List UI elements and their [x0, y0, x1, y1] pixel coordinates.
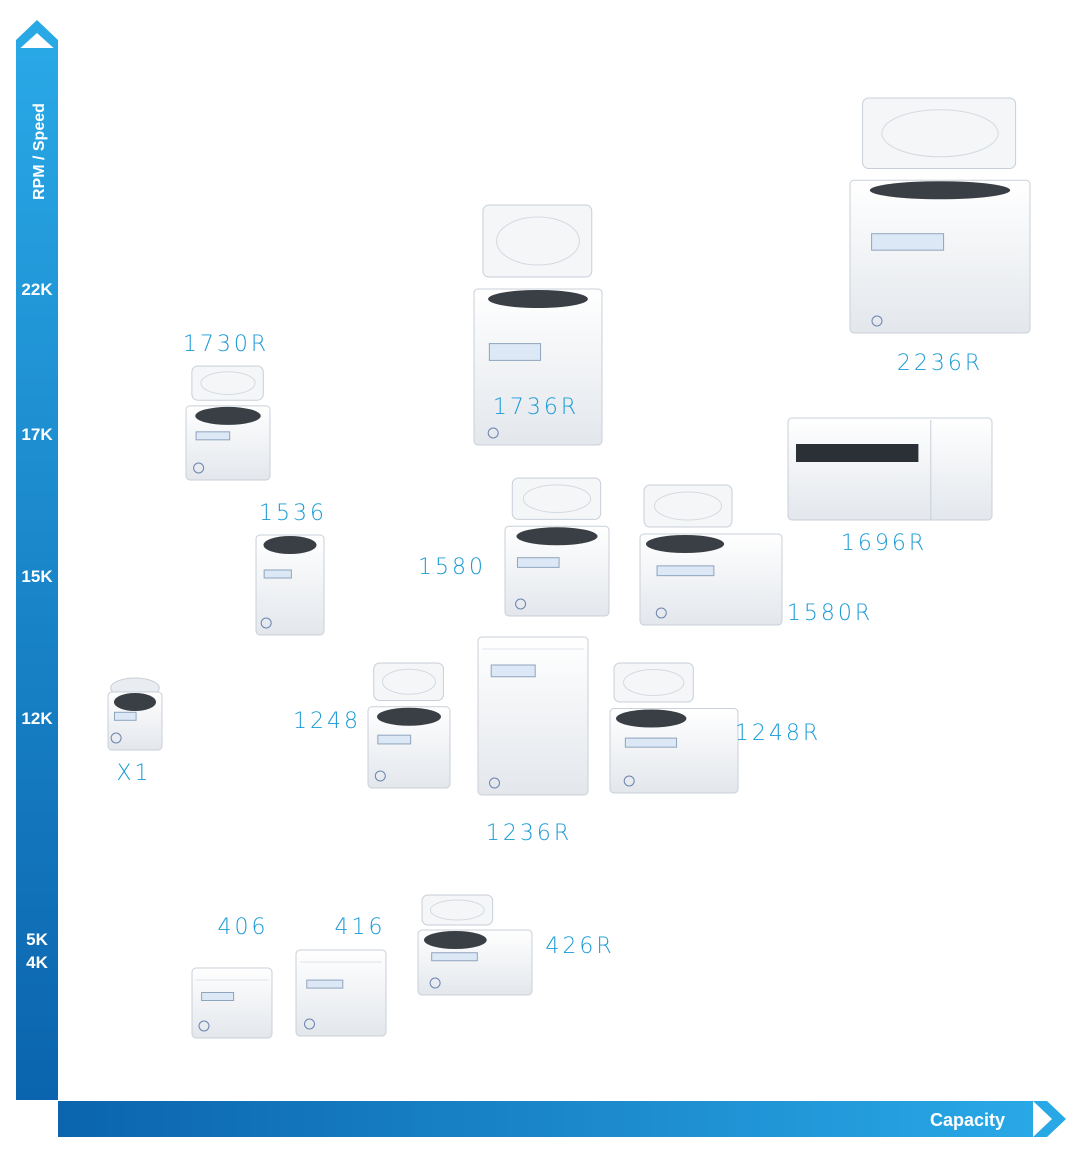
y-ticks: 22K 17K 15K 12K 5K 4K [21, 280, 53, 972]
product-image-1736R [473, 204, 603, 446]
product-image-1248 [367, 662, 451, 789]
model-label: 426R [545, 934, 614, 959]
y-axis-arrow-icon [16, 20, 58, 52]
product-image-416 [295, 949, 387, 1037]
y-axis-bar [16, 48, 58, 1100]
model-label: 1696R [841, 531, 927, 556]
model-label: 1730R [183, 332, 269, 357]
product-image-1696R [787, 417, 993, 521]
model-label: 406 [218, 915, 269, 940]
model-label: 1736R [493, 395, 579, 420]
x-axis-arrow-icon [1033, 1101, 1066, 1137]
product-image-1580 [504, 477, 610, 617]
product-image-426R [417, 894, 533, 996]
y-tick-label: 5K [26, 930, 48, 949]
product-image-1580R [639, 484, 783, 626]
product-image-1536 [255, 534, 325, 636]
model-label: 1236R [486, 821, 572, 846]
model-label: 1248 [293, 709, 361, 734]
product-image-1730R [185, 365, 271, 481]
model-label: 1580R [787, 601, 873, 626]
model-label: 1248R [735, 721, 821, 746]
y-tick-label: 12K [21, 709, 53, 728]
product-image-1236R [477, 636, 589, 796]
y-axis-title: RPM / Speed [31, 103, 48, 200]
product-image-2236R [849, 97, 1031, 334]
y-tick-label: 17K [21, 425, 53, 444]
product-image-X1 [107, 677, 163, 751]
x-axis: Capacity [58, 1101, 1066, 1137]
x-axis-title: Capacity [930, 1110, 1005, 1130]
model-label: 2236R [897, 351, 983, 376]
model-label: X1 [116, 761, 151, 786]
y-tick-label: 4K [26, 953, 48, 972]
y-tick-label: 15K [21, 567, 53, 586]
model-labels: X1 406 416 426R 1536 1730R 1248 1236R 1248R 1580 1… [116, 332, 983, 959]
model-label: 416 [335, 915, 386, 940]
model-label: 1536 [259, 501, 327, 526]
y-axis: RPM / Speed 22K 17K 15K 12K 5K 4K [16, 20, 58, 1100]
product-images [107, 97, 1031, 1039]
model-label: 1580 [418, 555, 486, 580]
product-image-1248R [609, 662, 739, 794]
x-axis-bar [58, 1101, 1033, 1137]
product-image-406 [191, 967, 273, 1039]
y-tick-label: 22K [21, 280, 53, 299]
